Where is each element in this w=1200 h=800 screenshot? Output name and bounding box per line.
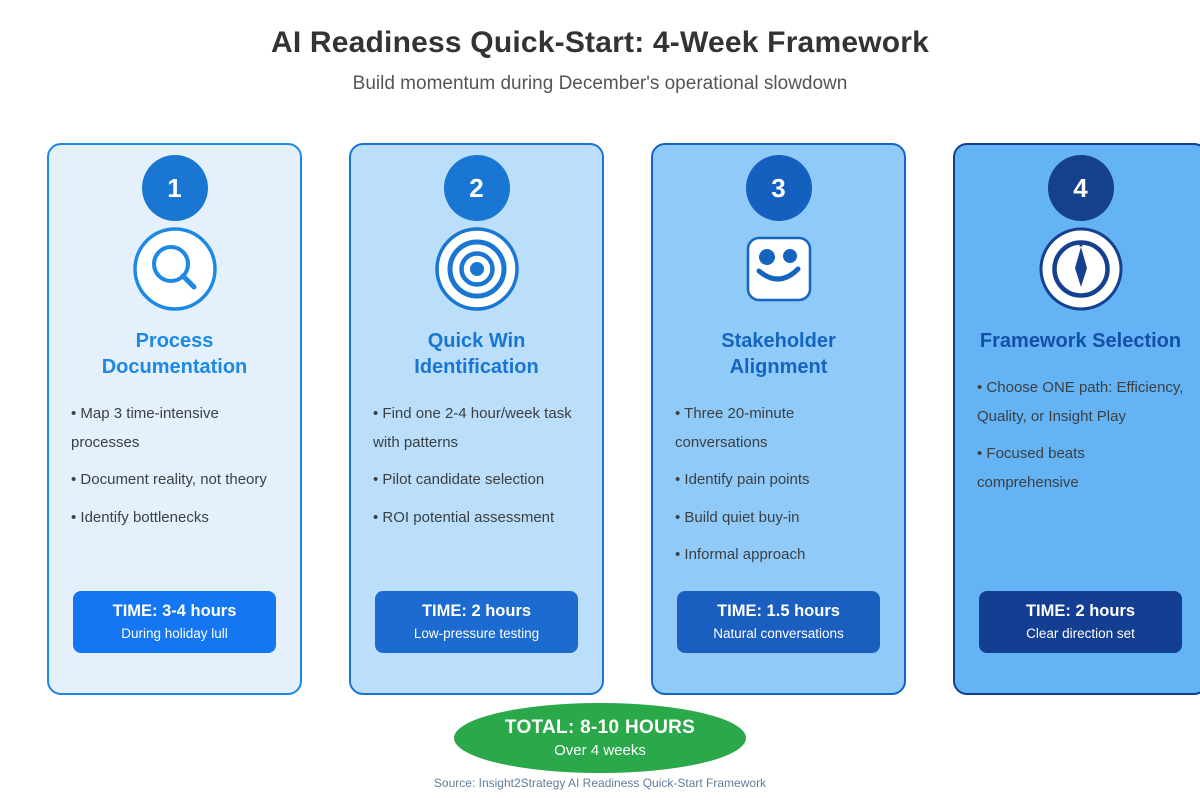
week-1-card: 1 Process Documentation Map 3 time-inten… <box>47 143 302 695</box>
bullet-item: Identify pain points <box>675 466 882 495</box>
step-number: 2 <box>469 172 484 203</box>
total-badge: TOTAL: 8-10 HOURS Over 4 weeks <box>454 703 746 773</box>
step-number: 3 <box>771 172 786 203</box>
bullet-item: Choose ONE path: Efficiency, Quality, or… <box>977 374 1184 431</box>
bullet-item: Three 20-minute conversations <box>675 400 882 457</box>
bullet-list: Three 20-minute conversationsIdentify pa… <box>653 400 904 579</box>
bullet-item: Map 3 time-intensive processes <box>71 400 278 457</box>
time-note: Clear direction set <box>1026 626 1135 641</box>
time-badge: TIME: 2 hours Clear direction set <box>979 591 1182 653</box>
step-number: 4 <box>1073 172 1088 203</box>
source-caption: Source: Insight2Strategy AI Readiness Qu… <box>433 776 767 790</box>
time-label: TIME: 3-4 hours <box>112 602 237 620</box>
week-2-card: 2 Quick Win Identification Find one 2-4 … <box>349 143 604 695</box>
bullet-item: Find one 2-4 hour/week task with pattern… <box>373 400 580 457</box>
page-header: AI Readiness Quick-Start: 4-Week Framewo… <box>0 0 1200 95</box>
target-icon <box>434 225 519 313</box>
bullet-item: Build quiet buy-in <box>675 504 882 533</box>
bullet-list: Choose ONE path: Efficiency, Quality, or… <box>955 374 1200 506</box>
card-title: Framework Selection <box>979 330 1182 352</box>
bullet-item: Informal approach <box>675 541 882 570</box>
step-number: 1 <box>167 172 182 203</box>
step-number-badge: 3 <box>745 155 812 221</box>
total-note: Over 4 weeks <box>554 742 646 759</box>
bullet-list: Map 3 time-intensive processesDocument r… <box>49 400 300 541</box>
bullet-item: Document reality, not theory <box>71 466 278 495</box>
time-label: TIME: 2 hours <box>1025 602 1136 620</box>
bullet-item: Pilot candidate selection <box>373 466 580 495</box>
time-note: Natural conversations <box>713 626 844 641</box>
page-subtitle: Build momentum during December's operati… <box>352 73 848 94</box>
bullet-item: ROI potential assessment <box>373 504 580 533</box>
time-badge: TIME: 2 hours Low-pressure testing <box>375 591 578 653</box>
magnifier-icon <box>132 225 217 313</box>
week-3-card: 3 Stakeholder Alignment Three 20-minute … <box>651 143 906 695</box>
time-badge: TIME: 3-4 hours During holiday lull <box>73 591 276 653</box>
framework-cards-row: 1 Process Documentation Map 3 time-inten… <box>0 143 1200 695</box>
bullet-list: Find one 2-4 hour/week task with pattern… <box>351 400 602 541</box>
time-label: TIME: 1.5 hours <box>717 602 840 620</box>
smiley-face-icon <box>746 225 812 313</box>
week-4-card: 4 Framework Selection Choose ONE path: E… <box>953 143 1200 695</box>
step-number-badge: 2 <box>443 155 510 221</box>
bullet-item: Identify bottlenecks <box>71 504 278 533</box>
card-title: Process Documentation <box>101 330 248 378</box>
time-badge: TIME: 1.5 hours Natural conversations <box>677 591 880 653</box>
card-title: Quick Win Identification <box>414 330 539 378</box>
time-note: Low-pressure testing <box>413 626 540 641</box>
compass-icon <box>1039 225 1123 313</box>
total-label: TOTAL: 8-10 HOURS <box>504 717 696 738</box>
card-title: Stakeholder Alignment <box>721 330 836 378</box>
step-number-badge: 4 <box>1047 155 1114 221</box>
time-label: TIME: 2 hours <box>421 602 532 620</box>
time-note: During holiday lull <box>121 626 228 641</box>
step-number-badge: 1 <box>141 155 208 221</box>
bullet-item: Focused beats comprehensive <box>977 440 1184 497</box>
page-title: AI Readiness Quick-Start: 4-Week Framewo… <box>270 26 930 59</box>
